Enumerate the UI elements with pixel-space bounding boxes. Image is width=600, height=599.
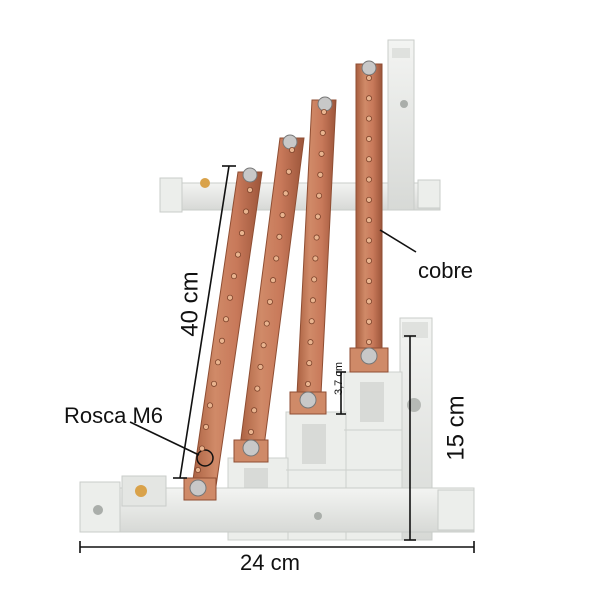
bar-hole — [257, 363, 264, 370]
bar-hole — [308, 318, 315, 325]
material-label: cobre — [418, 258, 474, 283]
bar-hole — [365, 135, 372, 142]
bar-hole — [307, 339, 314, 346]
bar-hole — [206, 402, 213, 409]
bar-hole — [365, 298, 372, 305]
copper-bar-4 — [349, 60, 389, 373]
bar-hole — [222, 316, 229, 323]
length-dimension-line — [179, 165, 230, 479]
thread-leader-line — [129, 421, 200, 456]
dimension-lines — [79, 165, 475, 553]
height-label: 15 cm — [442, 395, 470, 461]
bar-hole — [365, 257, 372, 264]
bar-hole — [314, 213, 321, 220]
bar-hole — [266, 298, 273, 305]
bar-hole — [365, 115, 372, 122]
bar-hole — [365, 156, 372, 163]
bar-hole — [198, 445, 205, 452]
material-leader-line — [379, 229, 417, 253]
bar-hole — [365, 318, 372, 325]
step-label: 3,7 cm — [333, 361, 345, 395]
bar-hole — [260, 342, 267, 349]
bar-hole — [365, 75, 372, 82]
bar-hole — [285, 168, 292, 175]
bar-hole — [273, 255, 280, 262]
bar-hole — [312, 255, 319, 262]
copper-bar-1 — [183, 167, 263, 501]
bar-hole — [194, 466, 201, 473]
bar-holes — [194, 75, 372, 473]
bar-hole — [313, 234, 320, 241]
bar-hole — [202, 423, 209, 430]
bar-hole — [247, 428, 254, 435]
bar-hole — [311, 276, 318, 283]
bar-hole — [254, 385, 261, 392]
thread-label: Rosca M6 — [64, 403, 164, 428]
lower-rail — [79, 475, 475, 533]
bar-hole — [365, 196, 372, 203]
bar-hole — [251, 407, 258, 414]
bar-hole — [279, 212, 286, 219]
bar-hole — [218, 337, 225, 344]
width-label: 24 cm — [240, 550, 300, 575]
bar-hole — [214, 359, 221, 366]
bar-hole — [365, 237, 372, 244]
bar-hole — [316, 192, 323, 199]
bar-hole — [230, 273, 237, 280]
bar-hole — [365, 278, 372, 285]
bar-hole — [276, 233, 283, 240]
bar-hole — [320, 109, 327, 116]
bar-hole — [270, 277, 277, 284]
bar-hole — [318, 150, 325, 157]
bar-hole — [306, 360, 313, 367]
bar-hole — [365, 338, 372, 345]
bar-hole — [317, 171, 324, 178]
bar-hole — [288, 146, 295, 153]
bar-hole — [282, 190, 289, 197]
bar-hole — [246, 186, 253, 193]
bar-hole — [210, 380, 217, 387]
length-label: 40 cm — [176, 271, 204, 337]
bar-hole — [238, 230, 245, 237]
back-support — [387, 39, 415, 211]
bar-hole — [365, 217, 372, 224]
bar-hole — [226, 294, 233, 301]
bar-hole — [304, 380, 311, 387]
bar-hole — [319, 129, 326, 136]
bar-hole — [365, 95, 372, 102]
bar-hole — [234, 251, 241, 258]
bar-hole — [309, 297, 316, 304]
bar-hole — [263, 320, 270, 327]
bar-hole — [365, 176, 372, 183]
bar-hole — [242, 208, 249, 215]
